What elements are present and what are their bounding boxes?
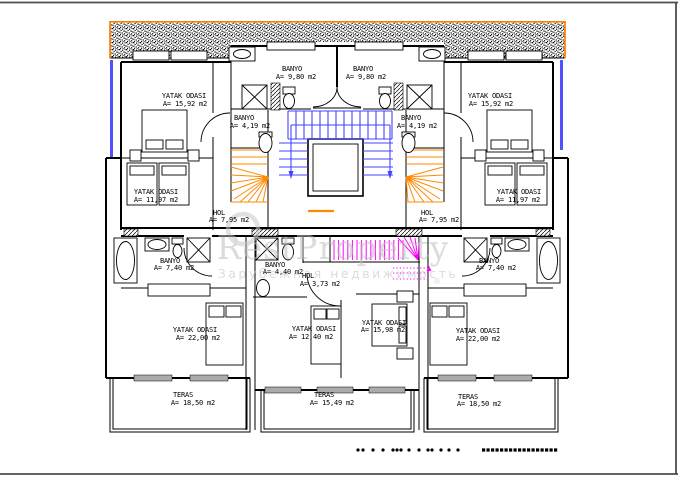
room-name-label: BANYO xyxy=(479,257,499,265)
room-area-label: A= 15,92 m2 xyxy=(163,100,207,108)
room-name-label: YATAK ODASI xyxy=(362,319,406,327)
room-name-label: BANYO xyxy=(282,65,302,73)
room-area-label: A= 4,40 m2 xyxy=(263,268,303,276)
room-area-label: A= 7,40 m2 xyxy=(154,264,194,272)
room-name-label: YATAK ODASI xyxy=(456,327,500,335)
window xyxy=(132,41,543,61)
room-area-label: A= 18,50 m2 xyxy=(457,400,501,408)
room-name-label: YATAK ODASI xyxy=(468,92,512,100)
room-labels: BANYO A= 9,80 m2 BANYO A= 9,80 m2 YATAK … xyxy=(134,65,541,408)
watermark-ring xyxy=(225,211,261,247)
room-name-label: YATAK ODASI xyxy=(162,92,206,100)
vanity-sink xyxy=(228,46,446,62)
room-name-label: TERAS xyxy=(458,393,478,401)
room-name-label: BANYO xyxy=(353,65,373,73)
watermark-brand: RestProperty xyxy=(217,228,450,267)
room-area-label: A= 4,19 m2 xyxy=(397,122,437,130)
toilet xyxy=(171,86,503,261)
window-sills xyxy=(133,374,533,394)
elevator-shaft xyxy=(307,138,364,197)
room-name-label: YATAK ODASI xyxy=(173,326,217,334)
room-name-label: HOL xyxy=(213,209,225,217)
room-name-label: BANYO xyxy=(265,261,285,269)
room-area-label: A= 3,73 m2 xyxy=(300,280,340,288)
bathtub xyxy=(113,237,561,284)
room-name-label: YATAK ODASI xyxy=(292,325,336,333)
watermark: RestProperty Зарубежная недвижимость ® xyxy=(217,211,458,286)
room-name-label: HOL xyxy=(421,209,433,217)
balcony-edge-lines-blue xyxy=(110,60,563,157)
lower-staircase-magenta xyxy=(333,236,432,280)
room-name-label: BANYO xyxy=(401,114,421,122)
main-staircase-blue xyxy=(279,110,393,179)
room-area-label: A= 18,50 m2 xyxy=(171,399,215,407)
room-name-label: TERAS xyxy=(173,391,193,399)
fixtures xyxy=(113,41,561,366)
room-area-label: A= 12,40 m2 xyxy=(289,333,333,341)
room-name-label: YATAK ODASI xyxy=(134,188,178,196)
watermark-tagline: Зарубежная недвижимость xyxy=(218,266,458,281)
room-name-label: YATAK ODASI xyxy=(497,188,541,196)
watermark-registered-icon: ® xyxy=(433,277,441,286)
room-area-label: A= 4,19 m2 xyxy=(230,122,270,130)
room-area-label: A= 11,97 m2 xyxy=(134,196,178,204)
room-area-label: A= 15,98 m2 xyxy=(361,326,405,334)
room-area-label: A= 22,00 m2 xyxy=(456,335,500,343)
room-area-label: A= 7,40 m2 xyxy=(476,264,516,272)
dotted-dimension-row xyxy=(356,448,558,452)
door-swing-arcs xyxy=(183,86,491,307)
room-name-label: BANYO xyxy=(160,257,180,265)
sink xyxy=(144,237,530,297)
room-area-label: A= 9,80 m2 xyxy=(276,73,316,81)
bed xyxy=(126,109,548,366)
room-area-label: A= 9,80 m2 xyxy=(346,73,386,81)
hatched-wall-piers xyxy=(123,82,551,237)
room-name-label: HOL xyxy=(302,272,314,280)
room-name-label: TERAS xyxy=(314,391,334,399)
room-area-label: A= 22,00 m2 xyxy=(176,334,220,342)
room-area-label: A= 15,92 m2 xyxy=(469,100,513,108)
winder-stairs-orange xyxy=(230,149,444,213)
room-area-label: A= 7,95 m2 xyxy=(209,216,249,224)
room-area-label: A= 15,49 m2 xyxy=(310,399,354,407)
room-area-label: A= 7,95 m2 xyxy=(419,216,459,224)
room-area-label: A= 11,97 m2 xyxy=(496,196,540,204)
shower xyxy=(186,84,488,263)
closet xyxy=(147,283,527,297)
room-name-label: BANYO xyxy=(234,114,254,122)
